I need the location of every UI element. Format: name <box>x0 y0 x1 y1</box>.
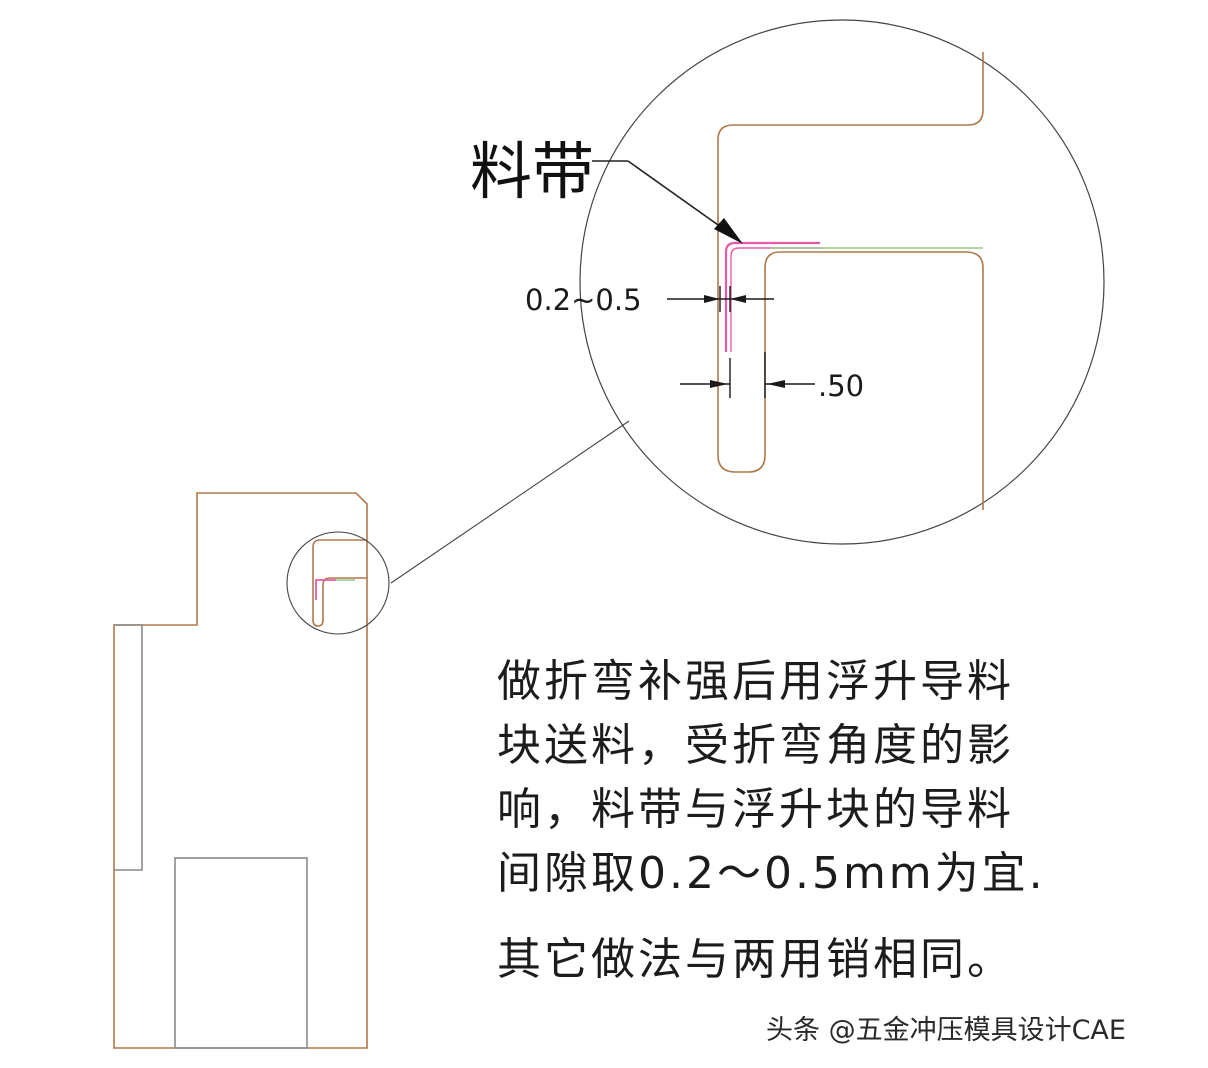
callout-label-strip: 料带 <box>470 135 594 208</box>
small-strip <box>315 579 336 600</box>
left-slot <box>114 624 143 871</box>
note-block: 做折弯补强后用浮升导料 块送料，受折弯角度的影 响，料带与浮升块的导料 间隙取0… <box>497 650 1197 992</box>
callout-leader <box>627 160 729 233</box>
detail-strip-pink <box>724 241 820 352</box>
bottom-block <box>174 857 308 1049</box>
detail-upper-outline <box>717 52 984 510</box>
note-line-3: 响，料带与浮升块的导料 <box>497 784 1014 835</box>
dimension-gap-label: 0.2~0.5 <box>525 283 642 317</box>
dimension-wall-label: .50 <box>818 369 864 403</box>
small-detail-circle <box>286 531 390 635</box>
detail-connector-line <box>390 420 630 584</box>
note-line-1: 做折弯补强后用浮升导料 <box>497 656 1014 707</box>
watermark: 头条 @五金冲压模具设计CAE <box>766 1015 1126 1046</box>
dimension-wall <box>680 352 815 398</box>
note-line-4: 间隙取0.2～0.5mm为宜. <box>497 848 1046 899</box>
main-part-outline <box>113 492 368 1049</box>
detail-view <box>579 19 1105 545</box>
dimension-gap <box>667 286 774 312</box>
callout-arrowhead <box>714 218 743 244</box>
detail-strip-inner <box>730 247 822 352</box>
large-detail-circle <box>579 19 1105 545</box>
note-extra: 其它做法与两用销相同。 <box>497 934 1014 985</box>
small-hook-cutout <box>312 539 367 627</box>
note-line-2: 块送料，受折弯角度的影 <box>497 720 1014 771</box>
main-part <box>113 492 390 1049</box>
